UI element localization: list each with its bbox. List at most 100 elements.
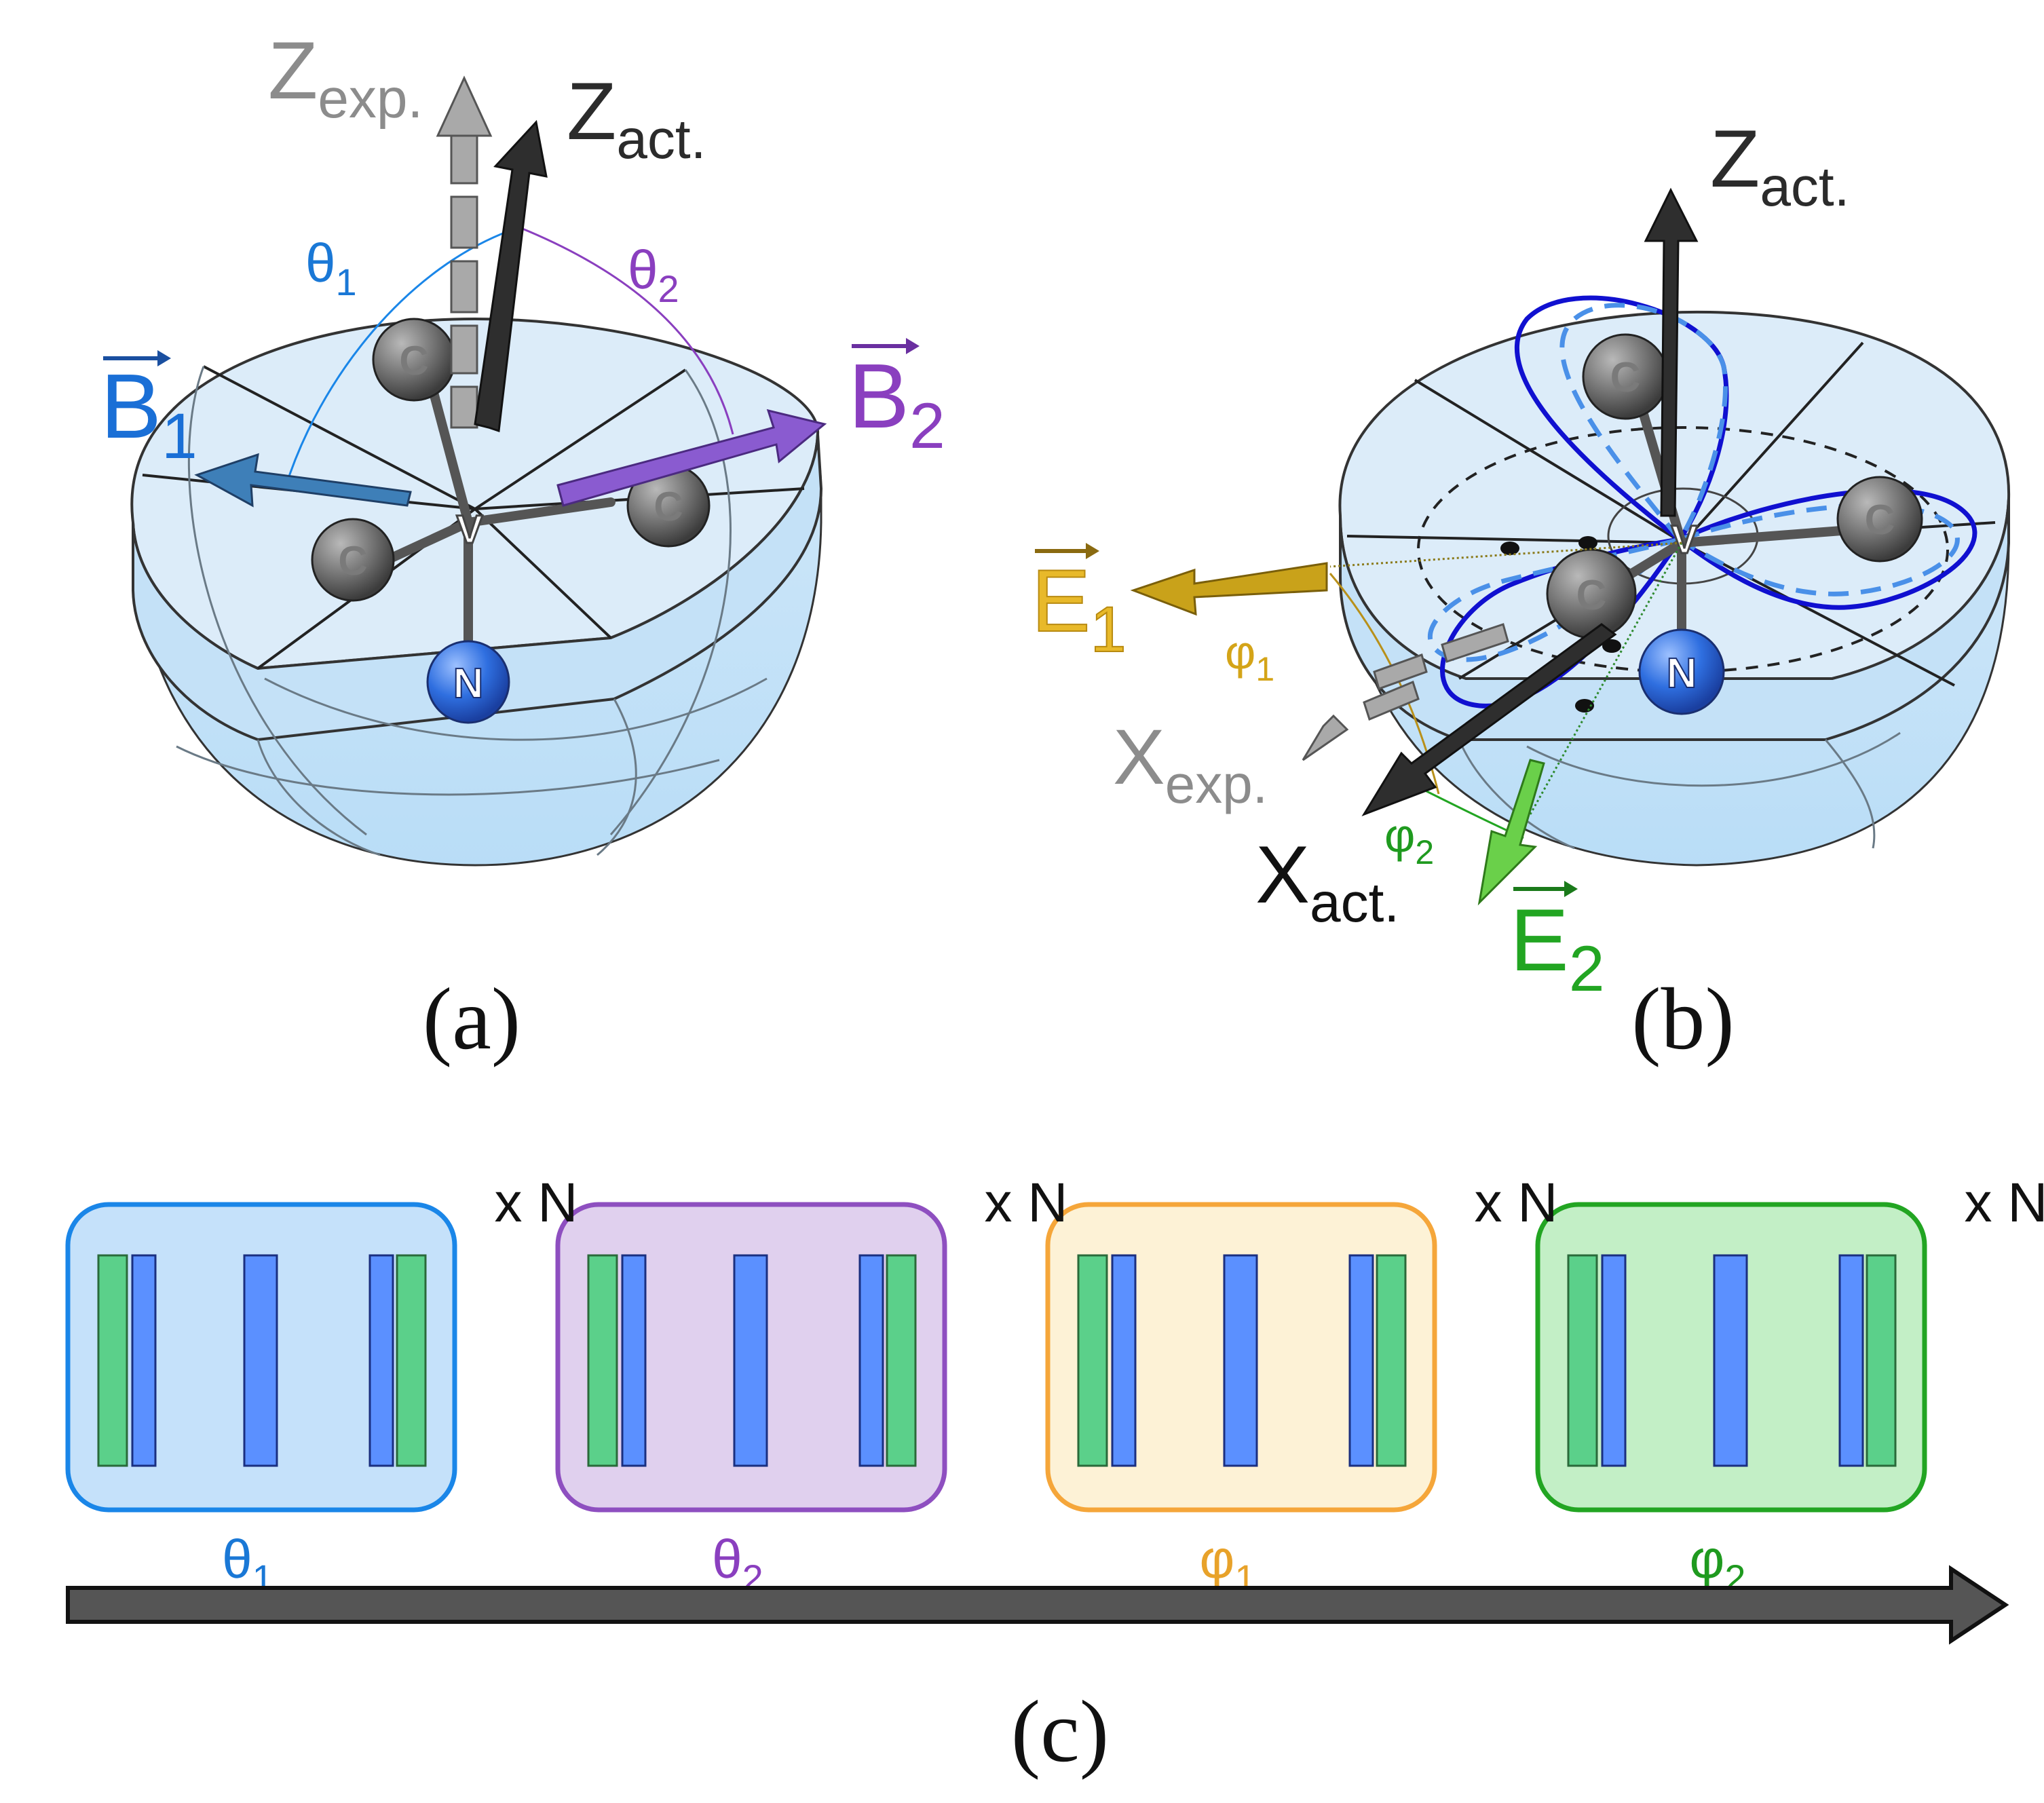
phi1-label-b-main: φ <box>1225 626 1255 679</box>
x-exp-label-b-sub: exp. <box>1165 754 1268 814</box>
theta1-label-a-sub: 1 <box>336 261 357 303</box>
carbon-atom-a-top-label: C <box>399 338 428 383</box>
z-exp-arrow-a <box>436 75 493 429</box>
pulse-bar-green <box>396 1254 427 1467</box>
z-act-label-a-main: Z <box>567 66 616 157</box>
hemisphere-a-rim <box>132 434 823 742</box>
sequence-block-3: x Nφ1 <box>1045 1172 1558 1599</box>
caption-c: (c) <box>1011 1683 1109 1781</box>
carbon-atom-b-right <box>1836 476 1923 563</box>
b2-label-main: B <box>848 345 909 447</box>
pulse-bar-green <box>587 1254 618 1467</box>
pulse-bar-blue <box>1838 1254 1864 1467</box>
pulse-bar-blue <box>131 1254 157 1467</box>
pulse-bar-blue <box>1111 1254 1137 1467</box>
bonds-b <box>1610 382 1864 643</box>
svg-text:E2: E2 <box>1510 890 1605 1005</box>
z-act-label-a-sub: act. <box>616 109 706 170</box>
e1-label-main: E <box>1032 551 1091 650</box>
pulse-bar-green <box>886 1254 917 1467</box>
timeline-arrow <box>66 1565 2009 1645</box>
sequence-block-2: x Nθ2 <box>555 1172 1068 1599</box>
z-act-label-b-main: Z <box>1710 113 1760 204</box>
carbon-atom-a-left <box>311 518 395 602</box>
svg-text:B1: B1 <box>100 355 197 472</box>
carbon-atom-b-right-label: C <box>1865 497 1895 544</box>
carbon-atom-b-top-label: C <box>1610 354 1641 401</box>
pulse-bar-green <box>1866 1254 1897 1467</box>
pulse-bar-blue <box>1713 1254 1748 1467</box>
e1-guide-line <box>1329 542 1682 568</box>
z-act-label-a: Zact. <box>567 66 706 170</box>
phi1-label-b: φ1 <box>1225 626 1274 688</box>
theta2-label-a-main: θ <box>628 240 658 300</box>
repeat-label: x N <box>985 1172 1068 1234</box>
pulse-bar-blue <box>733 1254 768 1467</box>
nitrogen-atom-b-label: N <box>1667 650 1697 697</box>
block-angle-label-main: φ <box>1199 1529 1234 1589</box>
z-act-label-b-sub: act. <box>1760 156 1849 218</box>
phi2-label-b-main: φ <box>1384 809 1415 862</box>
caption-a: (a) <box>423 970 521 1068</box>
block-angle-label: φ2 <box>1689 1529 1745 1599</box>
x-act-label-b-main: X <box>1255 829 1310 920</box>
vacancy-b-label: V <box>1671 518 1698 562</box>
b1-label: B1 <box>100 350 197 472</box>
theta1-label-a-main: θ <box>305 233 336 293</box>
hemisphere-a-meridians <box>176 366 768 856</box>
repeat-label: x N <box>495 1172 578 1234</box>
repeat-label: x N <box>1965 1172 2044 1234</box>
x-exp-label-b-main: X <box>1113 714 1165 801</box>
hemisphere-b-meridians <box>1458 732 1901 850</box>
sequence-block-4: x N φ2 <box>1535 1172 2044 1599</box>
intersection-dots-b <box>1500 536 1621 713</box>
theta2-arc <box>518 226 734 435</box>
phi2-label-b-sub: 2 <box>1415 833 1434 871</box>
pulse-bar-blue <box>1223 1254 1258 1467</box>
phi2-label-b: φ2 <box>1384 809 1434 871</box>
z-exp-label-a-sub: exp. <box>318 68 423 130</box>
repeat-label: x N <box>1475 1172 1558 1234</box>
z-exp-label-a: Zexp. <box>268 25 423 130</box>
svg-text:E1: E1 <box>1032 551 1127 666</box>
pulse-bar-blue <box>243 1254 278 1467</box>
pulse-bar-blue <box>1601 1254 1627 1467</box>
theta1-label-a: θ1 <box>305 233 357 303</box>
pulse-bar-blue <box>858 1254 884 1467</box>
b1-label-sub: 1 <box>162 400 197 472</box>
e1-arrow <box>1130 562 1328 616</box>
phi1-label-b-sub: 1 <box>1255 650 1274 688</box>
panel-a: C C C N V Zexp. Zact. θ1 θ2 <box>100 25 945 1068</box>
svg-text:B2: B2 <box>848 345 945 462</box>
b2-arrow <box>556 409 827 507</box>
e2-label-main: E <box>1510 890 1569 989</box>
theta2-label-a: θ2 <box>628 240 679 310</box>
e1-label: E1 <box>1031 543 1127 666</box>
sequence-block-1: x Nθ1 <box>65 1172 578 1599</box>
x-exp-arrow-b <box>1302 623 1509 761</box>
x-exp-label-b: Xexp. <box>1113 714 1268 814</box>
nitrogen-atom-a-label: N <box>453 660 484 707</box>
pulse-bar-green <box>1077 1254 1108 1467</box>
theta2-label-a-sub: 2 <box>658 267 679 310</box>
block-angle-label-main: θ <box>712 1529 742 1589</box>
e2-label-sub: 2 <box>1569 933 1605 1005</box>
z-act-arrow-a <box>474 119 548 433</box>
e1-label-sub: 1 <box>1091 594 1127 666</box>
e2-label: E2 <box>1510 881 1605 1005</box>
pulse-bar-green <box>97 1254 128 1467</box>
b2-label-sub: 2 <box>909 390 945 462</box>
x-act-label-b-sub: act. <box>1310 872 1399 934</box>
pulse-bar-blue <box>368 1254 394 1467</box>
x-act-arrow-b <box>1361 623 1617 816</box>
e2-arrow <box>1477 759 1545 906</box>
vacancy-a-label: V <box>457 508 483 552</box>
nitrogen-atom-a <box>426 640 510 724</box>
b1-arrow <box>194 453 412 508</box>
pulse-bar-blue <box>621 1254 647 1467</box>
z-act-label-b: Zact. <box>1710 113 1849 218</box>
pulse-bar-blue <box>1348 1254 1374 1467</box>
b1-label-main: B <box>100 355 162 457</box>
